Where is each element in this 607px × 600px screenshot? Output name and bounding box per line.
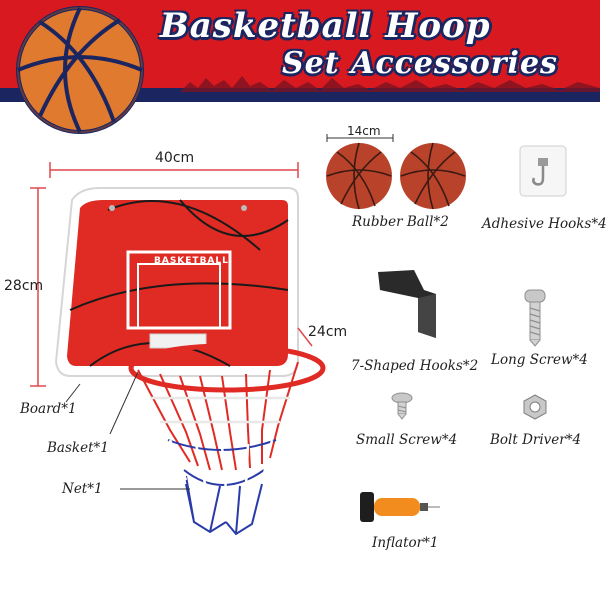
rubber-ball-icon xyxy=(326,142,466,210)
width-dimension-line xyxy=(49,162,299,178)
title-line-2: Set Accessories xyxy=(282,46,558,81)
net-label: Net*1 xyxy=(62,481,103,497)
bolt-driver-label: Bolt Driver*4 xyxy=(490,432,582,448)
bolt-driver-icon xyxy=(523,394,547,420)
long-screw-label: Long Screw*4 xyxy=(491,352,588,368)
height-dimension-line xyxy=(30,187,46,387)
basket-pointer-line xyxy=(109,371,139,435)
rubber-ball-label: Rubber Ball*2 xyxy=(352,214,449,230)
board-brand-text: BASKETBALL xyxy=(154,256,229,266)
net xyxy=(137,361,299,536)
small-screw-label: Small Screw*4 xyxy=(356,432,458,448)
board-pointer-line xyxy=(65,383,81,403)
long-screw-icon xyxy=(524,289,546,347)
rim-dimension-label: 24cm xyxy=(308,324,348,340)
small-screw-icon xyxy=(391,392,413,420)
inflator-label: Inflator*1 xyxy=(372,535,439,551)
rim-dimension-line xyxy=(297,327,313,347)
board-label: Board*1 xyxy=(20,401,77,417)
ball-dimension-label: 14cm xyxy=(347,124,381,138)
rim xyxy=(128,343,326,393)
basketball-logo-icon xyxy=(16,6,144,134)
width-dimension-label: 40cm xyxy=(155,150,195,166)
height-dimension-label: 28cm xyxy=(4,278,44,294)
seven-shaped-hooks-label: 7-Shaped Hooks*2 xyxy=(351,358,479,374)
crowd-silhouette xyxy=(180,76,600,92)
seven-shaped-hook-icon xyxy=(378,270,436,338)
adhesive-hooks-label: Adhesive Hooks*4 xyxy=(482,216,607,232)
title-line-1: Basketball Hoop xyxy=(160,6,491,46)
ball-dimension-line xyxy=(326,134,394,142)
inflator-icon xyxy=(360,492,440,522)
adhesive-hook-icon xyxy=(519,145,567,197)
hoop-illustration xyxy=(30,162,326,536)
backboard xyxy=(54,187,299,377)
basket-label: Basket*1 xyxy=(47,440,109,456)
